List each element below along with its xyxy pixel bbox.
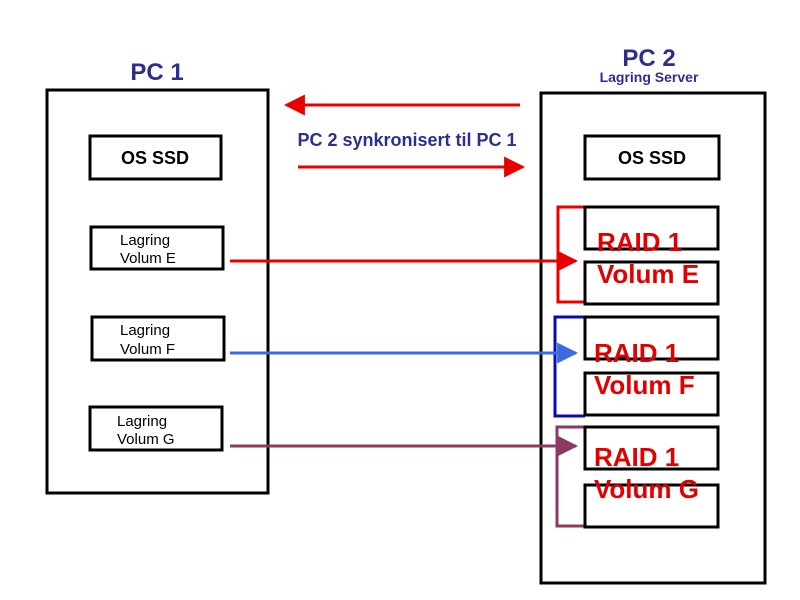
raid-group-e: RAID 1 Volum E (556, 205, 720, 306)
pc2-case (539, 91, 767, 585)
raid-g-disk-1 (583, 425, 720, 471)
pc1-volume-g-line2: Volum G (117, 431, 175, 448)
pc1-title: PC 1 (130, 59, 183, 86)
raid-g-label-line1: RAID 1 (594, 442, 679, 472)
raid-f-disk-2 (583, 371, 720, 417)
raid-e-label-line1: RAID 1 (597, 227, 682, 257)
pc1-volume-e: Lagring Volum E (89, 225, 225, 271)
pc2-os-disk (583, 134, 721, 181)
sync-label: PC 2 synkronisert til PC 1 (297, 130, 516, 150)
pc1-volume-g-line1: Lagring (117, 413, 167, 430)
pc1-os-disk-label: OS SSD (121, 148, 189, 168)
pc1-volume-f-line2: Volum F (120, 341, 175, 358)
pc2-os-disk-label: OS SSD (618, 148, 686, 168)
pc2-title: PC 2 (622, 45, 675, 72)
pc1-volume-g: Lagring Volum G (88, 405, 224, 452)
raid-group-f: RAID 1 Volum F (553, 315, 720, 418)
raid-f-disk-1 (583, 315, 720, 361)
pc1-os-disk (88, 134, 223, 181)
pc2-subtitle: Lagring Server (600, 69, 699, 85)
raid-e-label-line2: Volum E (597, 259, 699, 289)
raid-f-label-line1: RAID 1 (594, 338, 679, 368)
raid-e-disk-2 (583, 260, 720, 306)
raid-e-disk-1 (583, 205, 720, 251)
pc1-volume-e-line2: Volum E (120, 250, 176, 267)
raid-bracket-e (556, 205, 585, 304)
raid-bracket-g (555, 425, 585, 528)
raid-group-g: RAID 1 Volum G (555, 425, 720, 529)
pc1-volume-f-line1: Lagring (120, 322, 170, 339)
pc1-volume-e-line1: Lagring (120, 232, 170, 249)
pc1-volume-f: Lagring Volum F (90, 315, 226, 362)
raid-bracket-f (553, 315, 585, 418)
raid-f-label-line2: Volum F (594, 370, 695, 400)
raid-g-disk-2 (583, 483, 720, 529)
raid-g-label-line2: Volum G (594, 474, 699, 504)
pc1-case (45, 88, 270, 495)
